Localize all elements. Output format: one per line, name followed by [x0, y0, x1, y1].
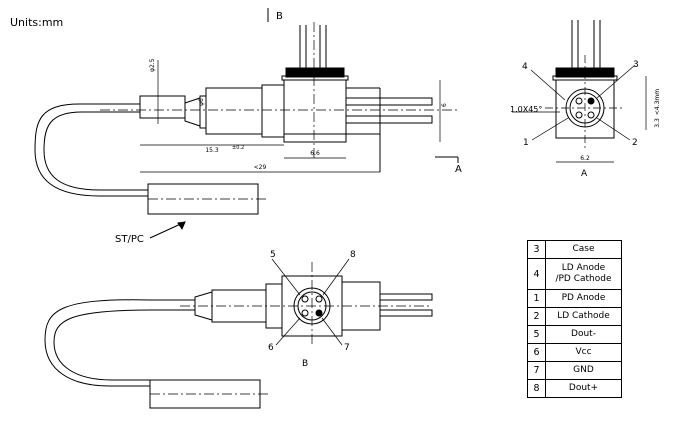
pin-function: LD Anode/PD Cathode — [545, 258, 622, 290]
dim-chamfer: 1.0X45° — [510, 105, 542, 114]
pin-function: Dout- — [545, 325, 622, 344]
dim-6.2: 6.2 — [580, 155, 590, 162]
dim-6: 6 — [441, 103, 448, 107]
pin-number: 6 — [527, 343, 546, 362]
view-a-callout-1: 1 — [523, 138, 529, 148]
pin-number: 7 — [527, 361, 546, 380]
dim-4.3mm: <4.3mm — [654, 89, 661, 115]
pin-function: Vcc — [545, 343, 622, 362]
dim-phi6: φ6 — [198, 98, 205, 106]
dim-6.6: 6.6 — [310, 150, 320, 157]
units-label: Units:mm — [10, 16, 64, 29]
view-a-callout-3: 3 — [633, 60, 639, 70]
view-b-callout-8: 8 — [350, 250, 356, 260]
view-a-label: A — [581, 169, 588, 179]
pin-number: 1 — [527, 289, 546, 308]
pin-function: Case — [545, 240, 622, 259]
pin-number: 4 — [527, 258, 546, 290]
pin-function: GND — [545, 361, 622, 380]
dim-3.3: 3.3 — [654, 118, 661, 128]
view-a-callout-2: 2 — [632, 138, 638, 148]
view-b: 5 8 6 7 B — [44, 250, 433, 409]
pin-number: 3 — [527, 240, 546, 259]
view-b-callout-5: 5 — [270, 250, 276, 260]
dim-15.3: 15.3 — [205, 147, 219, 154]
stpc-label: ST/PC — [115, 234, 144, 245]
dim-15.3-tolerance: ±0.2 — [232, 145, 244, 151]
pin-number: 2 — [527, 307, 546, 326]
view-b-callout-7: 7 — [344, 343, 350, 353]
section-a-arrow-label: A — [455, 164, 462, 175]
pin-function: PD Anode — [545, 289, 622, 308]
view-b-label: B — [302, 359, 308, 369]
view-b-callout-6: 6 — [268, 343, 274, 353]
pin-number: 8 — [527, 379, 546, 398]
section-b-arrow-label: B — [276, 11, 283, 22]
view-a: 4 3 1 2 1.0X45° <4.3mm 3.3 6.2 A — [510, 20, 661, 179]
top-side-view: B φ2.5 φ6 — [34, 8, 462, 245]
dim-phi2.5: φ2.5 — [149, 58, 156, 72]
pin-number: 5 — [527, 325, 546, 344]
pin-function: Dout+ — [545, 379, 622, 398]
pin-function: LD Cathode — [545, 307, 622, 326]
dim-29: <29 — [254, 164, 267, 171]
view-a-callout-4: 4 — [522, 62, 528, 72]
